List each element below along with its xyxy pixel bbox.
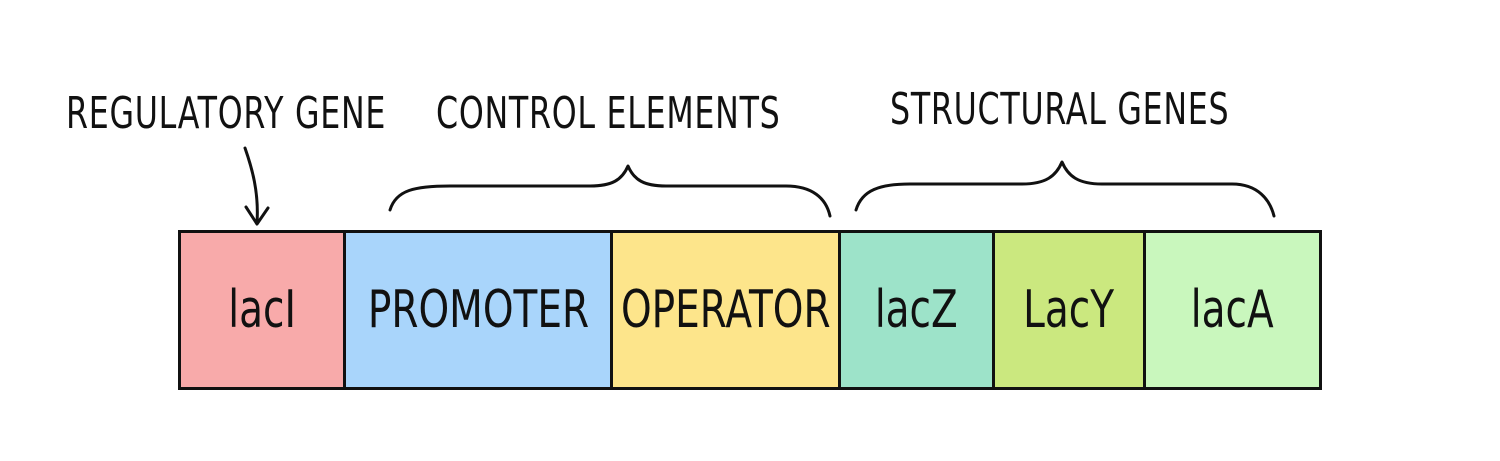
lacy-label: LacY (1023, 280, 1115, 340)
structural-genes-label: STRUCTURAL GENES (890, 84, 1230, 135)
lacz-label: lacZ (875, 280, 958, 340)
laca-segment: lacA (1146, 233, 1319, 387)
lac-operon-bar: lacI PROMOTER OPERATOR lacZ LacY lacA (178, 230, 1322, 390)
laci-label: lacI (228, 280, 296, 340)
promoter-label: PROMOTER (367, 280, 589, 340)
control-elements-brace (388, 164, 832, 218)
regulatory-pointer-arrow (243, 146, 270, 226)
operator-segment: OPERATOR (613, 233, 841, 387)
promoter-segment: PROMOTER (346, 233, 613, 387)
lacy-segment: LacY (995, 233, 1146, 387)
regulatory-gene-label: REGULATORY GENE (66, 88, 387, 139)
laca-label: lacA (1191, 280, 1274, 340)
structural-genes-brace (854, 160, 1276, 218)
operator-label: OPERATOR (620, 280, 831, 340)
laci-segment: lacI (181, 233, 346, 387)
lacz-segment: lacZ (841, 233, 995, 387)
control-elements-label: CONTROL ELEMENTS (436, 88, 781, 139)
